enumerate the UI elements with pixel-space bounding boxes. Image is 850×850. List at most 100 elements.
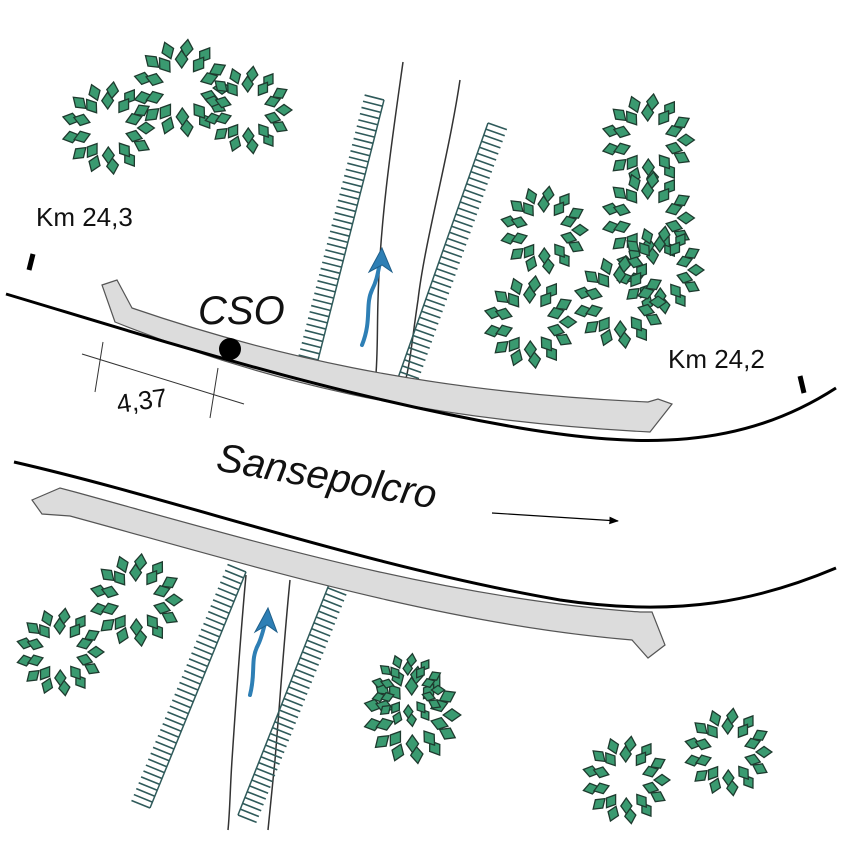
tree-leaf bbox=[113, 570, 126, 586]
bank-hatch-tooth bbox=[334, 211, 355, 219]
tree-leaf bbox=[69, 623, 81, 639]
upper-stream-bank-right bbox=[404, 79, 461, 383]
tree-leaf bbox=[404, 676, 419, 697]
tree-leaf bbox=[494, 290, 509, 304]
tree-leaf bbox=[570, 223, 590, 237]
bank-hatch-tooth bbox=[131, 799, 151, 809]
tree-leaf bbox=[118, 142, 131, 158]
tree-leaf bbox=[116, 626, 129, 645]
tree-leaf bbox=[144, 72, 164, 87]
tree-leaf bbox=[553, 201, 565, 217]
flow-arrow-head-upper bbox=[367, 246, 394, 274]
tree-icon bbox=[204, 65, 294, 155]
tree-icon bbox=[684, 707, 774, 797]
tree-leaf bbox=[39, 665, 51, 681]
bank-hatch-tooth bbox=[286, 691, 306, 701]
bank-hatch-tooth bbox=[224, 569, 244, 579]
tree-leaf bbox=[438, 727, 457, 740]
bank-hatch-tooth bbox=[404, 359, 424, 368]
tree-leaf bbox=[613, 220, 632, 234]
bank-hatch-tooth bbox=[210, 605, 230, 615]
tree-leaf bbox=[607, 737, 620, 755]
bank-hatch-tooth bbox=[345, 168, 366, 176]
tree-leaf bbox=[124, 112, 143, 126]
tree-leaf bbox=[584, 287, 603, 301]
tree-leaf bbox=[737, 723, 749, 739]
tree-leaf bbox=[72, 96, 87, 110]
tree-leaf bbox=[559, 215, 578, 228]
tree-leaf bbox=[592, 797, 606, 810]
bank-hatch-tooth bbox=[205, 616, 225, 626]
bank-hatch-tooth bbox=[251, 779, 271, 789]
tree-leaf bbox=[540, 336, 553, 352]
tree-leaf bbox=[510, 216, 528, 229]
bank-hatch-tooth bbox=[276, 715, 296, 725]
bank-hatch-tooth bbox=[359, 112, 380, 120]
bank-hatch-tooth bbox=[304, 645, 324, 655]
bank-hatch-tooth bbox=[327, 587, 347, 596]
bank-hatch-tooth bbox=[447, 237, 467, 246]
tree-leaf bbox=[625, 188, 638, 204]
bank-hatch-tooth bbox=[315, 286, 336, 293]
bank-hatch-tooth bbox=[331, 224, 352, 231]
bank-hatch-tooth bbox=[219, 581, 240, 591]
flow-arrow-head-lower bbox=[253, 606, 279, 634]
tree-leaf bbox=[641, 157, 656, 177]
tree-icon bbox=[601, 170, 696, 266]
bank-hatch-tooth bbox=[315, 616, 336, 626]
bank-hatch-tooth bbox=[279, 709, 299, 719]
tree-icon bbox=[61, 80, 156, 176]
bank-hatch-tooth bbox=[244, 796, 264, 806]
bank-hatch-tooth bbox=[436, 267, 456, 277]
tree-leaf bbox=[547, 323, 566, 337]
tree-leaf bbox=[76, 653, 94, 666]
bank-hatch-tooth bbox=[174, 693, 194, 703]
bank-hatch-tooth bbox=[297, 662, 317, 672]
bank-hatch-tooth bbox=[364, 94, 385, 101]
tree-leaf bbox=[626, 154, 638, 171]
bank-hatch-tooth bbox=[325, 592, 345, 602]
tree-leaf bbox=[694, 754, 713, 767]
cso-label: CSO bbox=[198, 289, 285, 333]
tree-leaf bbox=[125, 129, 144, 143]
direction-arrow-icon bbox=[491, 512, 619, 525]
tree-leaf bbox=[605, 751, 616, 767]
tree-leaf bbox=[592, 766, 610, 779]
tree-leaf bbox=[54, 668, 67, 687]
tree-leaf bbox=[128, 563, 143, 583]
tree-leaf bbox=[73, 130, 92, 144]
tree-leaf bbox=[118, 97, 130, 114]
tree-leaf bbox=[523, 339, 538, 359]
tree-leaf bbox=[592, 782, 611, 795]
bank-hatch-tooth bbox=[453, 219, 473, 228]
tree-leaf bbox=[694, 722, 708, 735]
tree-leaf bbox=[676, 211, 696, 225]
bank-hatch-tooth bbox=[444, 243, 465, 252]
bank-hatch-tooth bbox=[162, 723, 182, 733]
tree-leaf bbox=[612, 158, 627, 172]
tree-leaf bbox=[694, 769, 708, 782]
bank-hatch-tooth bbox=[455, 213, 475, 222]
bank-hatch-tooth bbox=[164, 717, 184, 727]
tree-leaf bbox=[641, 227, 654, 245]
tree-leaf bbox=[214, 112, 233, 125]
tree-leaf bbox=[560, 231, 578, 244]
tree-leaf bbox=[686, 263, 706, 277]
tree-leaf bbox=[274, 103, 294, 117]
tree-leaf bbox=[161, 116, 175, 135]
km-marker-icon bbox=[797, 375, 807, 394]
bank-hatch-tooth bbox=[260, 756, 280, 765]
bank-hatch-tooth bbox=[288, 686, 308, 695]
bank-hatch-tooth bbox=[188, 658, 208, 668]
bank-hatch-tooth bbox=[246, 790, 267, 800]
km-start-label: Km 24,3 bbox=[36, 202, 133, 232]
bank-hatch-tooth bbox=[356, 125, 377, 132]
tree-leaf bbox=[72, 146, 87, 160]
tree-leaf bbox=[153, 601, 172, 615]
tree-leaf bbox=[380, 691, 395, 703]
road-edge-lower bbox=[13, 460, 837, 609]
lower-stream-bank-right bbox=[267, 579, 291, 831]
bank-hatch-tooth bbox=[281, 703, 301, 713]
bank-hatch-tooth bbox=[483, 134, 503, 143]
tree-leaf bbox=[597, 272, 610, 288]
